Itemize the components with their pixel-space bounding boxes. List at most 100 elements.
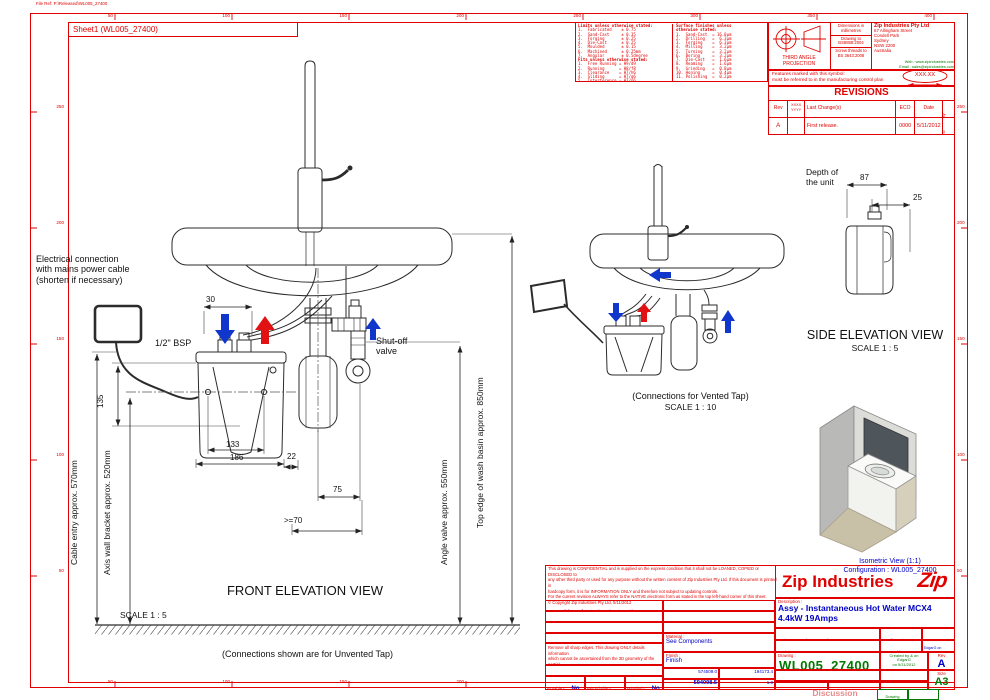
limits-list: 1. Fabricated ± 0.75 2. Sand-Cast ± 0.35… [578,27,648,58]
inner-border [68,22,955,683]
rev-by-value: EG [940,130,946,135]
created1-value-cell: EdgarG on 21/08/2012 [922,640,955,652]
standard-threads: Screw threads to BS 3643:2008 [835,48,867,59]
side-view-title: SIDE ELEVATION VIEW [806,328,944,342]
ruler-right-150: 150 [957,336,965,341]
rev-cell: Rev A [928,652,955,670]
company-email[interactable]: Email : sales@zipindustries.com [899,65,954,69]
depth-label: Depth of the unit [806,167,839,187]
cold-inlet-arrow-vented [608,303,624,322]
description-value: Assy - Instantaneous Hot Water MCX4 4.4k… [778,603,932,623]
centerlines [126,268,319,432]
finish-row: Finish : Finish [663,652,775,668]
density-cell: Density (g/cm3) : 1.0 [719,679,775,690]
surface-list: 1. Sand-Cast = 16.0µm 2. Drilling = 6.3µ… [676,31,732,80]
project-cell: Project : Washroom Products - Instantane… [775,628,880,640]
eco-col-header: ECO [896,101,916,117]
valve-arrow-vented [721,310,735,333]
drawing-number-cell: Drawing : WL005_27400 [775,652,880,670]
material-value: See Components [666,639,713,645]
hot-outlet-arrow-vented [637,303,651,322]
basin-edge-label: Top edge of wash basin approx. 850mm [475,377,485,528]
revisions-header-row: Rev XXXX YYYY Last Change(s) ECO Date By [769,101,954,118]
dim-25: 25 [913,193,922,202]
side-drawing [845,205,894,295]
volume-cell: Volume (cm3) : 574509.0 [663,668,719,679]
company-address-box: Zip Industries Pty Ltd 67 Allingham Stre… [874,23,954,69]
ruler-top-250: 250 [573,13,581,18]
features-box: Features marked with this symbol: must b… [768,70,955,86]
isometric-title: Isometric View (1:1) [859,558,921,565]
description-cell: Description : Assy - Instantaneous Hot W… [775,598,955,628]
manufacturing-note: Remove all sharp edges. This drawing ONL… [545,643,663,665]
drawing-number: WL005_27400 [779,658,870,670]
area-value: 194173.4 [754,669,773,674]
raw-material-row: Raw material : See Components [545,633,663,643]
by-col-header: By [941,113,947,118]
dim-87: 87 [860,173,869,182]
sheet-cell: Sheet : 1 of 1 [828,681,880,690]
ruler-left-100: 100 [56,452,64,457]
configuration-label-cell: Configuration : [880,628,922,640]
company-name: Zip Industries Pty Ltd [874,23,930,29]
sheet-tab[interactable]: Sheet1 (WL005_27400) [68,22,298,37]
ruler-left-150: 150 [56,336,64,341]
tolerance-limits-column: Limits unless otherwise stated: 1. Fabri… [578,23,670,81]
ruler-right-200: 200 [957,220,965,225]
rev-datefmt-value [788,118,805,134]
company-web[interactable]: Web : www.zipindustries.com [904,60,954,64]
model-value: WL005_27300 [796,650,826,651]
part-property-cell: Part Property [908,689,939,700]
configuration-value-cell: WL005_27400 [922,628,955,640]
ruler-right-250: 250 [957,104,965,109]
rev-eco-value: 0000 [896,118,916,134]
zip-header-text: Zip Industries [782,572,894,591]
dimension-lines [94,182,910,624]
vent-flow-arrow [649,268,671,282]
rev-change-value: First release. [805,118,896,134]
dim-75: 75 [333,485,342,494]
fits-title: Fits unless otherwise stated: [578,57,648,63]
ruler-top-50: 50 [107,13,113,18]
tolerance-surface-column: Surface finishes unless otherwise stated… [672,23,767,81]
vented-drawing [529,164,785,376]
ruler-bottom-100: 100 [222,679,230,684]
handed-cell: Handed? : No [625,676,663,690]
ruler-top-150: 150 [339,13,347,18]
make-or-buy-row: Make or Buy : Make [545,611,663,622]
dim-70: >=70 [284,516,303,525]
dim-133: 133 [226,440,240,449]
ruler-right-100: 100 [957,452,965,457]
file-ref: File Ref: P:\Released\WL005_27400 [36,1,108,6]
mass-value: 594098.5 [693,680,717,686]
front-view-title: FRONT ELEVATION VIEW [226,583,384,598]
features-symbol-text: XXX.XX [914,72,936,78]
configuration-value: WL005_27400 [924,638,951,639]
derived-cell: Derived from : New [775,670,880,681]
updated-row: Updated by : edgarg on 5/11/2012 10:36:4… [663,622,775,633]
third-angle-label: THIRD ANGLE PROJECTION [782,55,816,67]
extension-lines [92,189,911,535]
rev-value: A [769,118,789,134]
cold-inlet-arrow-front [215,314,235,344]
outer-border [30,13,968,688]
limits-title: Limits unless otherwise stated: [578,23,653,28]
isometric-config: Configuration : WL005_27400 [843,567,937,574]
rev-date-value: 5/11/2012 [915,118,944,134]
rev-letter: A [937,658,946,670]
ruler-top-400: 400 [924,13,932,18]
date-col-header: Date [915,101,944,117]
electrical-note: Electrical connection with mains power c… [36,254,130,285]
surface-title: Surface finishes unless otherwise stated… [676,23,732,33]
front-elevation-drawing [93,60,453,459]
colour-cell: Colour : Colour [880,670,928,681]
dim-186: 186 [230,453,244,462]
wall-bracket-label: Axis wall bracket approx. 520mm [102,450,112,575]
handed-value: No [651,686,660,690]
rotable-value: No [571,686,580,690]
ruler-top-350: 350 [807,13,815,18]
features-note: Features marked with this symbol: must b… [772,72,884,84]
flow-arrows [215,268,735,344]
discussion-label: Discussion [812,688,858,698]
